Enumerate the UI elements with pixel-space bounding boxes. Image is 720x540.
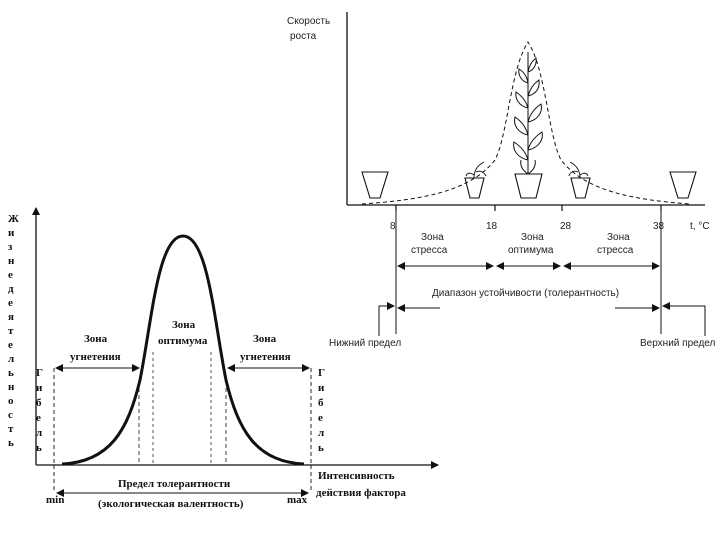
x-axis-label: t, °C: [690, 221, 710, 232]
top-y-label-2: роста: [290, 31, 317, 42]
y-axis-letter: т: [8, 325, 14, 337]
y-axis-letter: д: [8, 283, 14, 295]
zone-label: стресса: [597, 245, 634, 256]
zone-label: Зона: [253, 333, 277, 345]
zone-label: стресса: [411, 245, 448, 256]
y-axis-letter: т: [8, 423, 14, 435]
death-letter: е: [36, 412, 41, 424]
y-axis-letter: я: [8, 311, 14, 323]
death-letter: и: [36, 382, 43, 394]
lower-limit-pointer: [379, 306, 394, 336]
y-axis-letter: н: [8, 381, 15, 393]
pot-icon: [362, 172, 696, 198]
x-axis-label: действия фактора: [316, 487, 406, 499]
zone-label: оптимума: [508, 245, 554, 256]
death-letter: б: [36, 397, 42, 409]
tick-label: 38: [653, 221, 665, 232]
top-y-label-1: Скорость: [287, 16, 330, 27]
range-label: Диапазон устойчивости (толерантность): [432, 288, 619, 299]
zone-label: оптимума: [158, 335, 208, 347]
y-axis-letter: е: [8, 297, 13, 309]
y-axis-letter: з: [8, 241, 13, 253]
zone-label: Зона: [421, 232, 444, 243]
tolerance-label: (экологическая валентность): [98, 498, 244, 510]
y-axis-letter: ь: [8, 437, 14, 449]
death-letter: ь: [36, 442, 42, 454]
zone-label: Зона: [607, 232, 630, 243]
zone-label: угнетения: [70, 351, 121, 363]
zone-label: Зона: [172, 319, 196, 331]
tick-label: 18: [486, 221, 498, 232]
death-letter: л: [36, 427, 42, 439]
top-growth-curve: [362, 42, 690, 204]
small-plant-icon: [466, 162, 588, 178]
bottom-panel-background: [0, 352, 440, 540]
lower-limit-label: Нижний предел: [329, 338, 401, 349]
death-letter: Г: [36, 367, 43, 379]
death-letter: б: [318, 397, 324, 409]
y-axis-letter: и: [8, 227, 15, 239]
y-axis-letter: с: [8, 409, 13, 421]
top-diagram: Скорость роста: [287, 12, 716, 349]
upper-limit-label: Верхний предел: [640, 338, 716, 349]
death-letter: л: [318, 427, 324, 439]
zone-label: угнетения: [240, 351, 291, 363]
tick-label: 28: [560, 221, 572, 232]
zone-label: Зона: [521, 232, 544, 243]
death-letter: е: [318, 412, 323, 424]
death-letter: ь: [318, 442, 324, 454]
y-axis-letter: е: [8, 269, 13, 281]
y-axis-letter: е: [8, 339, 13, 351]
large-plant-icon: [514, 52, 543, 174]
y-axis-letter: о: [8, 395, 14, 407]
zone-label: Зона: [84, 333, 108, 345]
death-letter: Г: [318, 367, 325, 379]
tolerance-label: Предел толерантности: [118, 478, 231, 490]
upper-limit-pointer: [663, 306, 705, 336]
tick-label: 8: [390, 221, 396, 232]
y-axis-letter: ь: [8, 367, 14, 379]
death-letter: и: [318, 382, 325, 394]
y-axis-letter: н: [8, 255, 15, 267]
y-axis-letter: Ж: [8, 213, 19, 225]
max-label: max: [287, 494, 308, 506]
min-label: min: [46, 494, 64, 506]
x-axis-label: Интенсивность: [318, 470, 395, 482]
y-axis-letter: л: [8, 353, 14, 365]
